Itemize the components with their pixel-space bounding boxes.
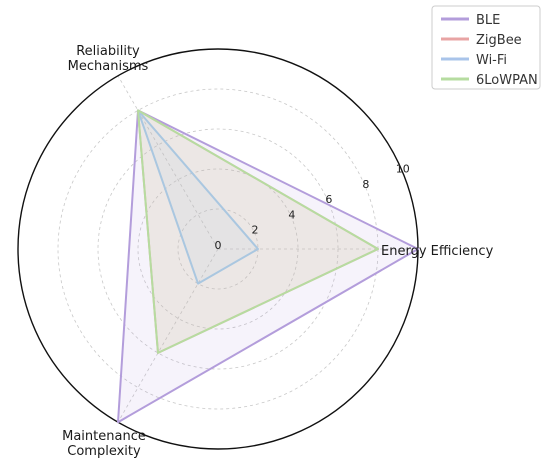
legend-frame — [431, 5, 541, 90]
radial-tick-label: 8 — [362, 178, 369, 191]
series-6lowpan — [137, 109, 379, 354]
radial-tick-label: 2 — [251, 224, 258, 237]
radial-tick-label: 4 — [288, 208, 295, 221]
radial-tick-label: 10 — [396, 162, 410, 175]
series-layer — [117, 109, 419, 424]
legend-label: BLE — [476, 13, 500, 28]
radial-tick-label: 6 — [325, 193, 332, 206]
legend-label: ZigBee — [476, 33, 522, 48]
series-ble — [117, 109, 419, 424]
axis-label: Energy Efficiency — [381, 244, 494, 259]
legend-label: Wi-Fi — [476, 53, 507, 68]
legend-label: 6LoWPAN — [476, 73, 538, 88]
series-wi-fi — [137, 109, 259, 285]
radial-tick-label: 0 — [215, 239, 222, 252]
